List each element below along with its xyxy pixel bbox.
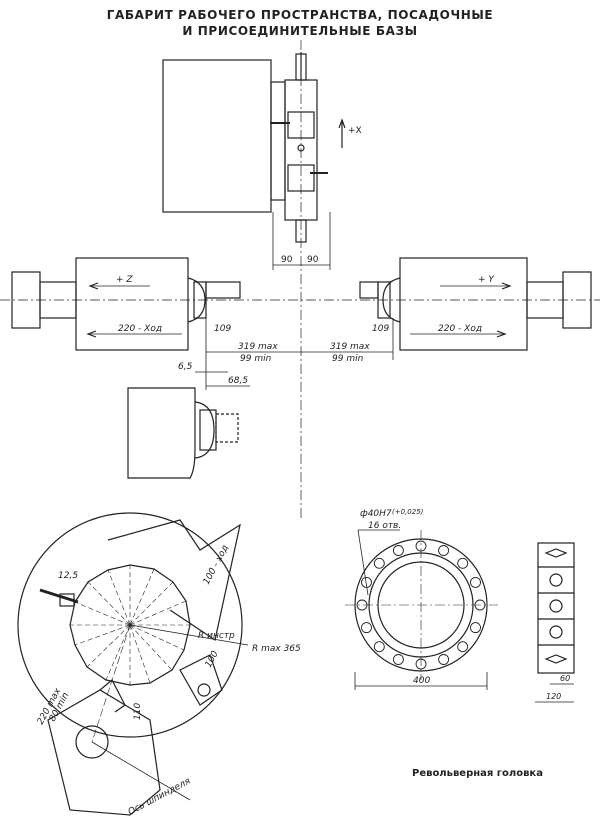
left-spindle-housing [75, 257, 189, 351]
dim-68-5: 68,5 [228, 376, 248, 386]
side-dim-120: 120 [546, 692, 561, 701]
bore-size: ф40Н7 [360, 509, 392, 519]
r-inst: R инстр [198, 631, 235, 641]
left-max: 319 max [238, 342, 278, 352]
bolt-holes [356, 540, 486, 670]
right-max: 319 max [330, 342, 370, 352]
turret-face: ф40Н7 (+0,025) 16 отв. 400 [345, 508, 498, 690]
dim-12-5: 12,5 [58, 571, 78, 581]
dim-6-5: 6,5 [178, 362, 193, 372]
upper-unit: +X 90 90 [162, 40, 362, 520]
right-min: 99 min [332, 354, 364, 364]
upper-flange [270, 81, 286, 201]
title-line-2: И ПРИСОЕДИНИТЕЛЬНЫЕ БАЗЫ [182, 24, 418, 38]
dim-110: 110 [133, 703, 143, 720]
left-direction: + Z [116, 275, 133, 285]
r-max-circle [17, 512, 243, 738]
left-min: 99 min [240, 354, 272, 364]
r-max: R max 365 [252, 644, 301, 654]
hole-count: 16 отв. [368, 521, 401, 531]
dim-109-right: 109 [372, 324, 389, 334]
axis-x-label: +X [348, 126, 362, 136]
turret-side-view: 60 120 [535, 542, 575, 703]
side-dim-60: 60 [560, 674, 570, 683]
bore-tolerance: (+0,025) [392, 508, 424, 516]
stroke-100: 100 - ход [202, 544, 231, 587]
right-direction: + Y [478, 275, 495, 285]
turret-radial-lines [70, 565, 190, 685]
title-line-1: ГАБАРИТ РАБОЧЕГО ПРОСТРАНСТВА, ПОСАДОЧНЫ… [106, 8, 494, 22]
dim-100: 100 [204, 649, 221, 669]
right-spindle: + Y 220 - Ход 109 [359, 257, 592, 351]
dim-109-left: 109 [214, 324, 231, 334]
tool-seat-detail [127, 387, 239, 479]
dim-90-right: 90 [307, 255, 319, 265]
left-stroke: 220 - Ход [118, 324, 162, 334]
right-spindle-housing [399, 257, 528, 351]
travel-dimensions: 319 max 99 min 319 max 99 min 6,5 68,5 [178, 318, 394, 390]
slide-outline [107, 519, 241, 641]
turret-caption: Револьверная головка [412, 768, 543, 779]
work-zone-diagram: 12,5 100 - ход R инстр R max 365 100 220… [17, 512, 301, 818]
dim-90-left: 90 [281, 255, 293, 265]
dim-400: 400 [413, 676, 430, 686]
right-stroke: 220 - Ход [438, 324, 482, 334]
upper-housing [162, 59, 272, 213]
